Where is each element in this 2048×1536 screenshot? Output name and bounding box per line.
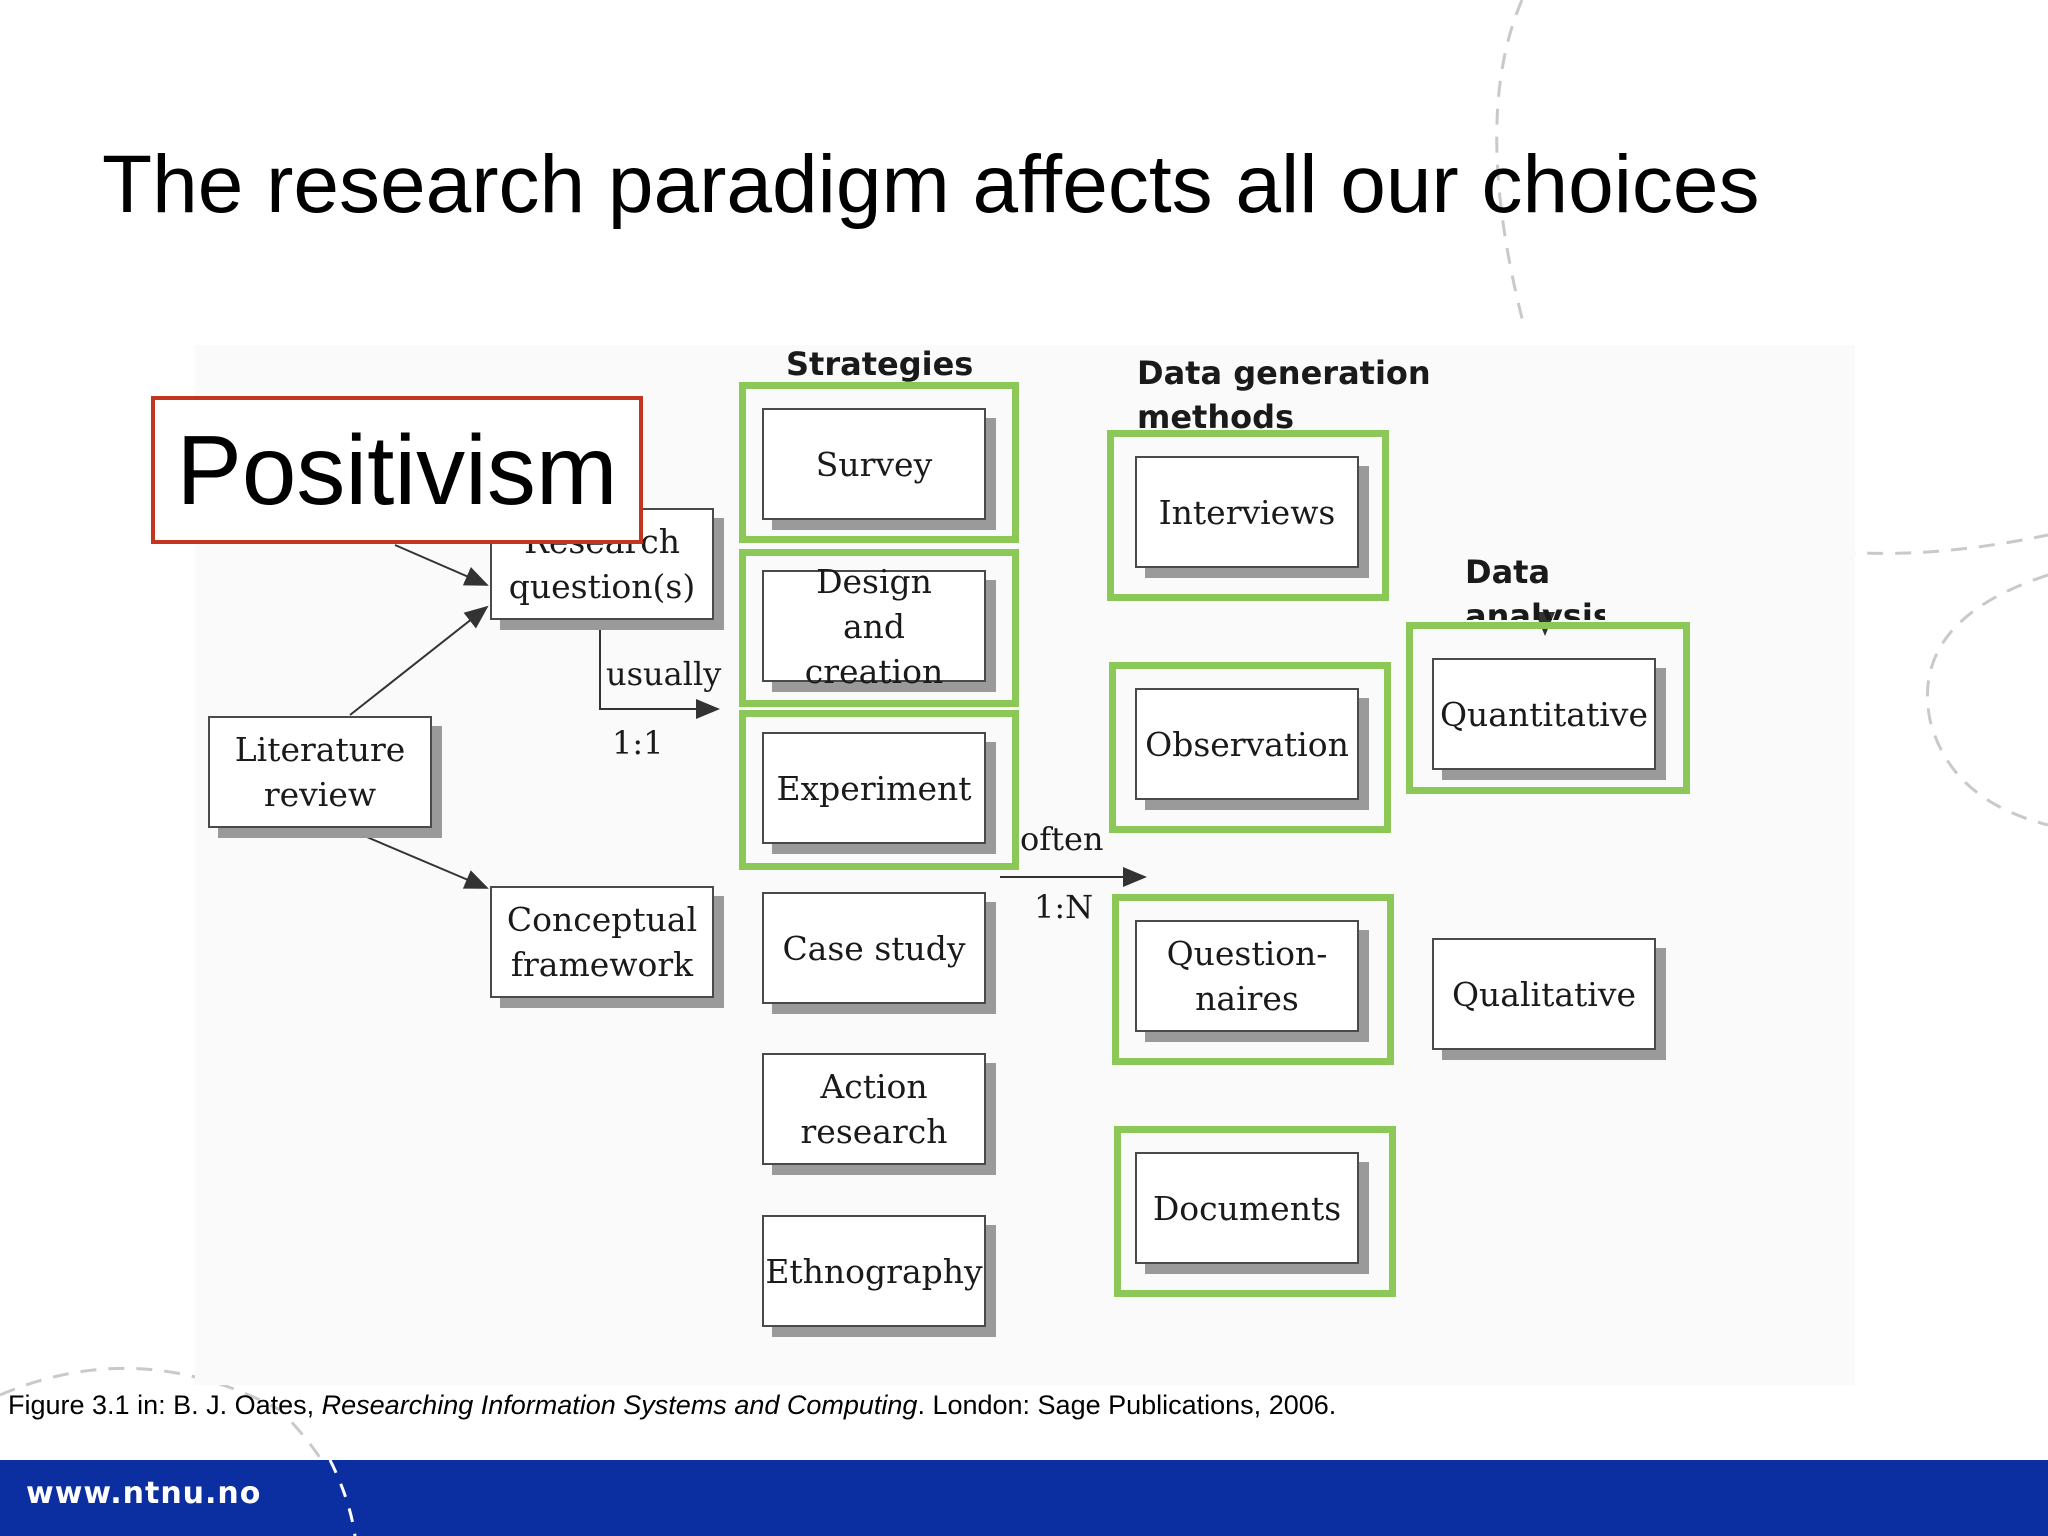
positivism-overlay: Positivism [151, 396, 643, 544]
box-ethnography: Ethnography [762, 1215, 986, 1327]
citation-prefix: Figure 3.1 in: B. J. Oates, [8, 1390, 322, 1420]
box-questionnaires: Question-naires [1135, 920, 1359, 1032]
heading-data-analysis: Data analysis [1465, 553, 1605, 620]
citation-suffix: . London: Sage Publications, 2006. [917, 1390, 1337, 1420]
box-conceptual-framework: Conceptual framework [490, 886, 714, 998]
arrow-literature-to-framework [354, 831, 489, 889]
box-documents: Documents [1135, 1152, 1359, 1264]
arrow-question-to-strategies [599, 620, 720, 719]
footer-bar [0, 1460, 2048, 1536]
figure-citation: Figure 3.1 in: B. J. Oates, Researching … [8, 1390, 1336, 1421]
footer-url-link[interactable]: www.ntnu.no [26, 1476, 262, 1511]
heading-data-generation: Data generation methods [1137, 354, 1431, 436]
label-usually: usually [606, 655, 722, 693]
box-survey: Survey [762, 408, 986, 520]
box-case-study: Case study [762, 892, 986, 1004]
box-qualitative: Qualitative [1432, 938, 1656, 1050]
box-experiment: Experiment [762, 732, 986, 844]
box-action-research: Action research [762, 1053, 986, 1165]
citation-book-title: Researching Information Systems and Comp… [321, 1390, 918, 1420]
footer-arc [328, 1460, 357, 1536]
heading-strategies: Strategies [786, 345, 974, 383]
box-interviews: Interviews [1135, 456, 1359, 568]
box-quantitative: Quantitative [1432, 658, 1656, 770]
slide-title: The research paradigm affects all our ch… [102, 139, 1760, 230]
label-often: often [1020, 820, 1104, 858]
arrow-literature-to-question [349, 605, 489, 716]
arrow-overlay-to-question [394, 544, 489, 586]
box-observation: Observation [1135, 688, 1359, 800]
label-ratio-one: 1:1 [612, 724, 664, 762]
box-design-creation: Design and creation [762, 562, 986, 691]
box-literature-review: Literature review [208, 716, 432, 828]
label-ratio-many: 1:N [1034, 888, 1094, 926]
